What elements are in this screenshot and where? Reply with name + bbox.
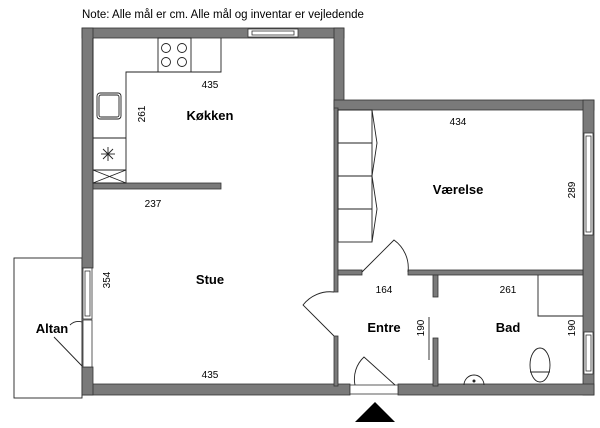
living-width: 435 <box>202 370 219 381</box>
hall-depth: 190 <box>416 319 427 336</box>
bathroom-width: 261 <box>500 285 517 296</box>
bathroom-label: Bad <box>496 320 521 335</box>
stove-icon <box>157 37 192 73</box>
note-text: Note: Alle mål er cm. Alle mål og invent… <box>82 9 364 21</box>
kitchen-depth: 261 <box>137 105 148 122</box>
wardrobe <box>337 109 378 243</box>
balcony-outline <box>13 257 83 399</box>
living-partition: 237 <box>145 199 162 210</box>
fan-icon <box>101 147 115 161</box>
toilet-icon <box>529 347 551 383</box>
bathroom-fixtures <box>463 275 583 386</box>
kitchen-width: 435 <box>202 80 219 91</box>
washbasin-icon <box>463 374 485 386</box>
entrance-arrow-icon <box>355 402 395 422</box>
hall-label: Entre <box>367 320 400 335</box>
hall-width: 164 <box>376 285 393 296</box>
living-label: Stue <box>196 272 224 287</box>
living-depth: 354 <box>102 271 113 288</box>
windows <box>82 28 594 395</box>
bedroom-depth: 289 <box>567 181 578 198</box>
bedroom-width: 434 <box>450 117 467 128</box>
kitchen-label: Køkken <box>187 108 234 123</box>
kitchen-counter <box>92 37 222 184</box>
balcony-label: Altan <box>36 321 69 336</box>
doors <box>53 239 430 386</box>
sink-icon <box>96 92 122 120</box>
walls <box>81 27 595 396</box>
bathroom-depth: 190 <box>567 319 578 336</box>
bedroom-label: Værelse <box>433 182 484 197</box>
